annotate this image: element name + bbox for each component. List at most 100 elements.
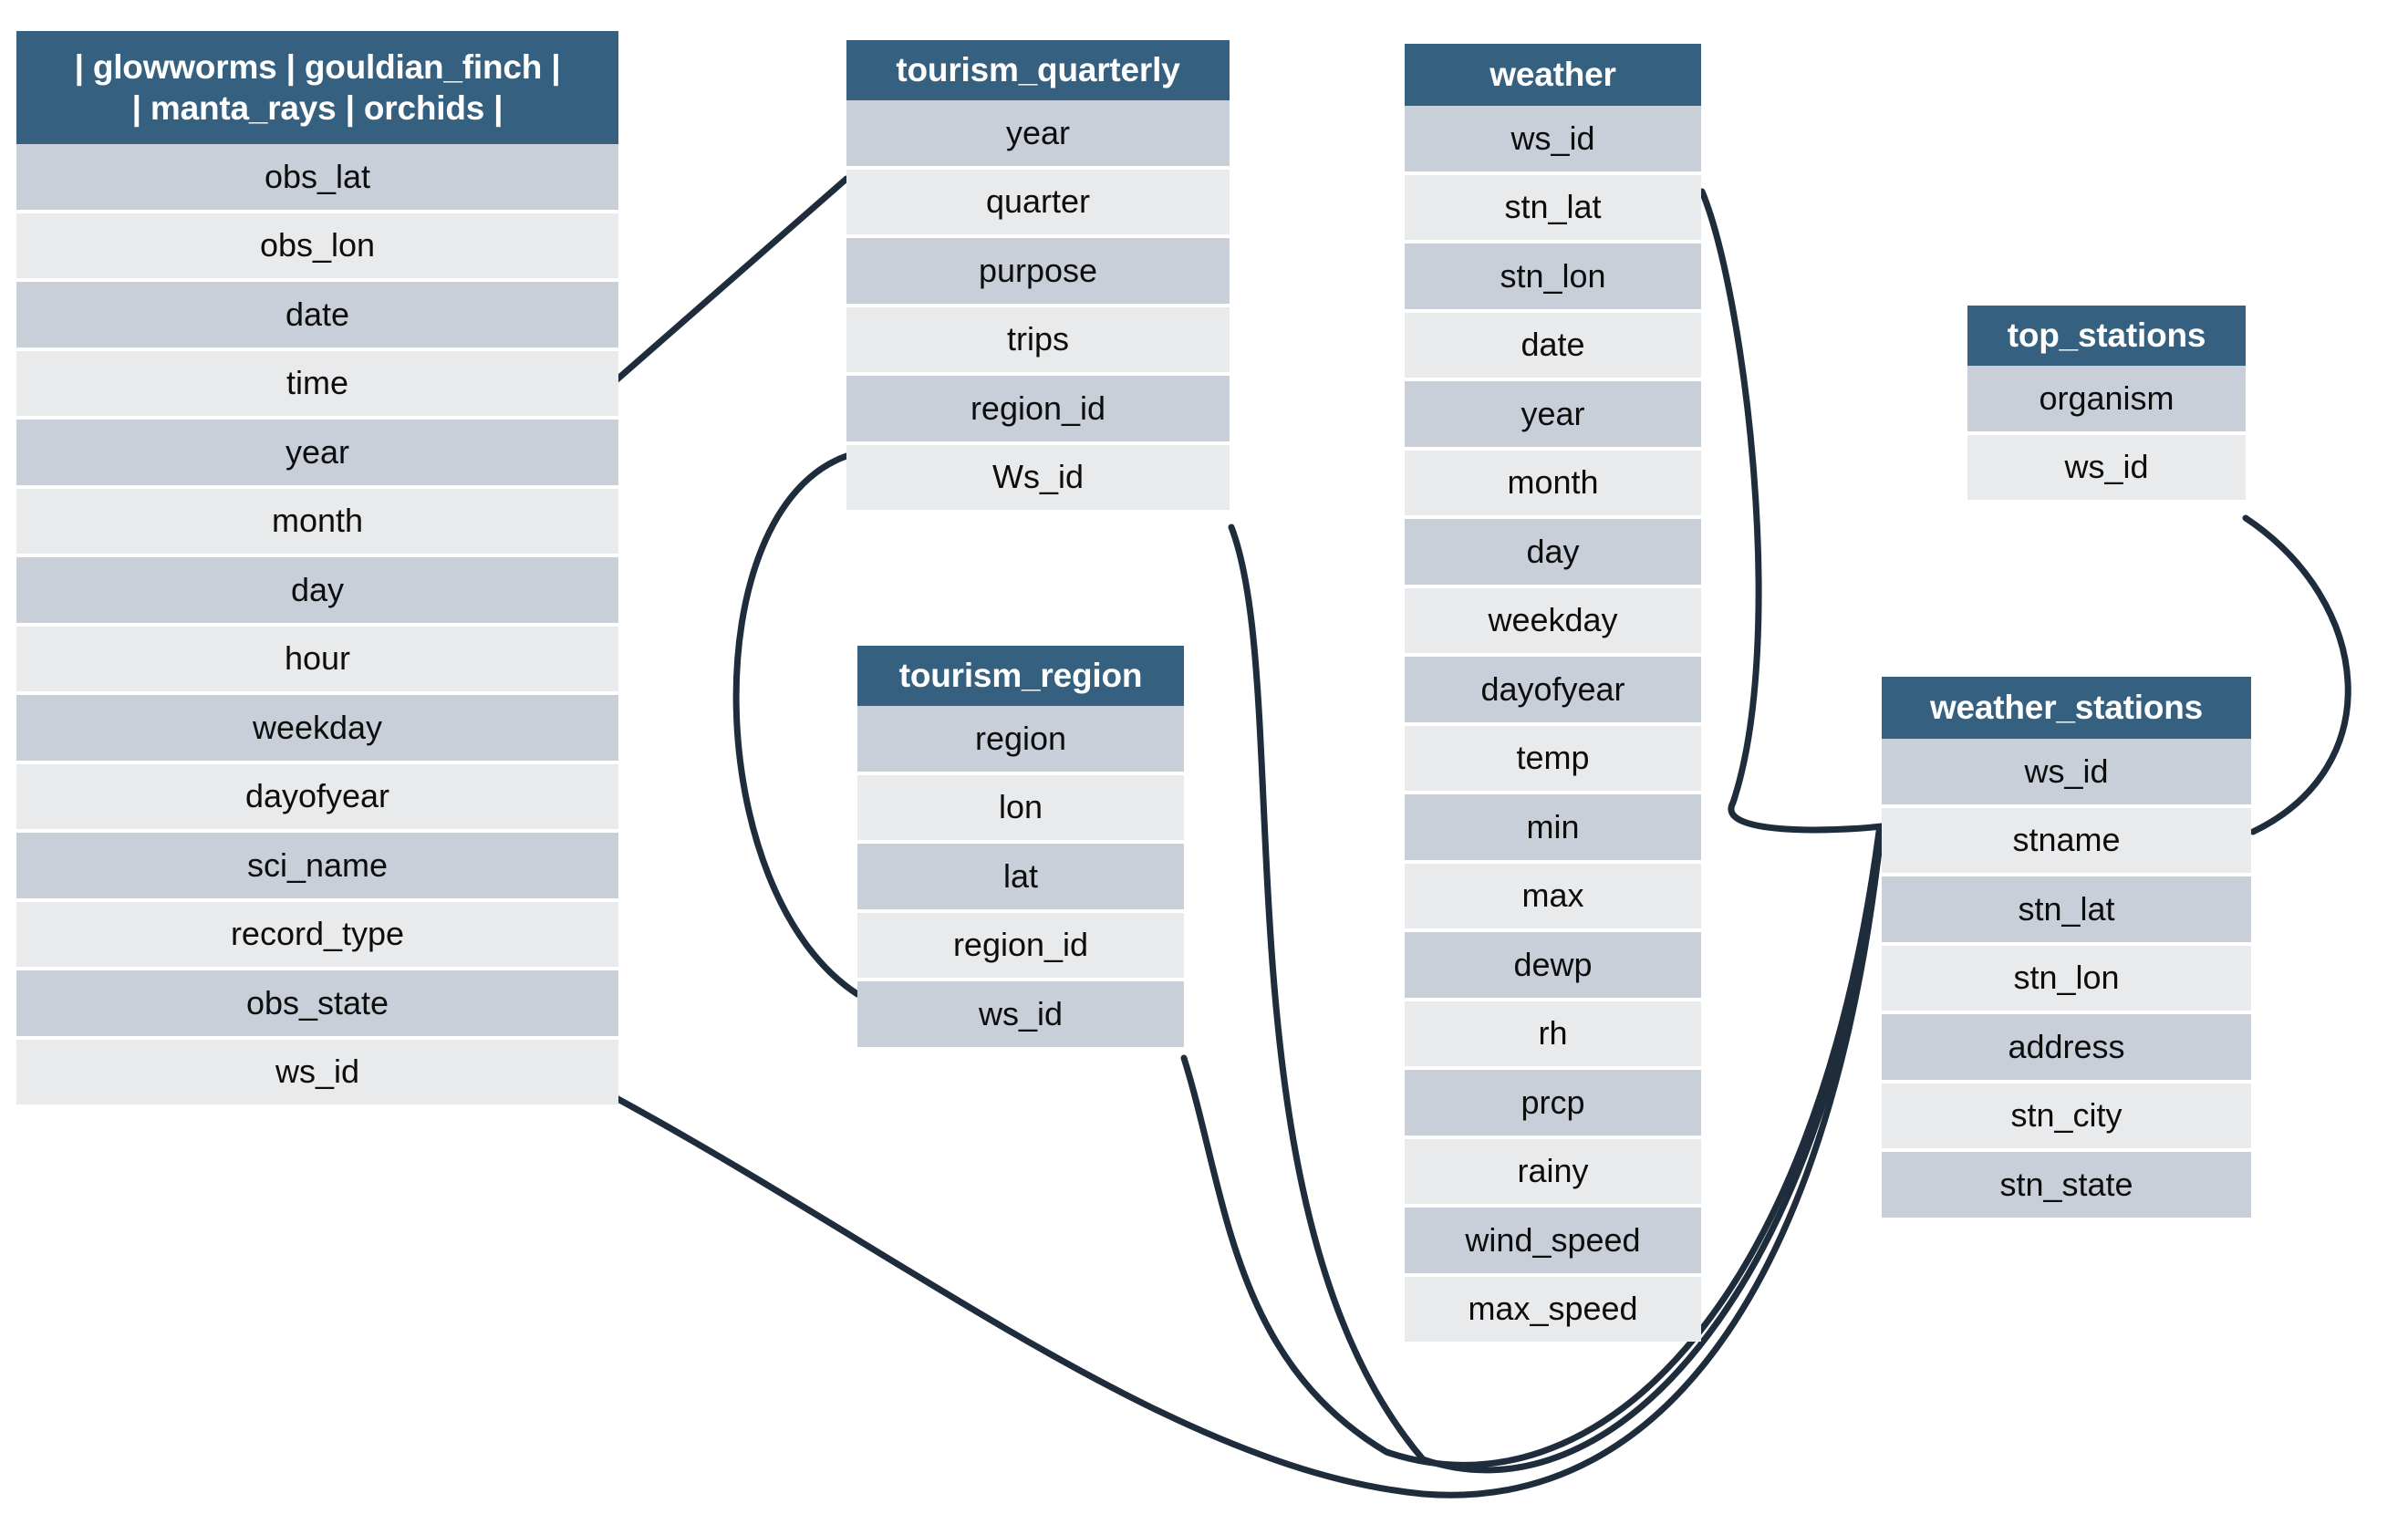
table-observations-row-obs_lon[interactable]: obs_lon	[16, 213, 618, 278]
table-tourism-quarterly-row-ws_id[interactable]: Ws_id	[846, 444, 1230, 510]
field-label: purpose	[978, 251, 1098, 289]
table-observations-title-line-2: | manta_rays | orchids |	[131, 89, 503, 127]
table-observations-row-sci_name[interactable]: sci_name	[16, 833, 618, 898]
table-tourism-quarterly-header: tourism_quarterly	[846, 40, 1230, 100]
table-weather-row-max[interactable]: max	[1405, 863, 1701, 928]
table-weather-row-prcp[interactable]: prcp	[1405, 1070, 1701, 1136]
table-weather-row-ws_id[interactable]: ws_id	[1405, 106, 1701, 171]
table-tourism-quarterly-row-purpose[interactable]: purpose	[846, 238, 1230, 304]
field-label: stn_lat	[1504, 188, 1602, 226]
table-tourism-quarterly-row-quarter[interactable]: quarter	[846, 169, 1230, 234]
field-label: region	[974, 719, 1067, 757]
field-label: year	[1521, 394, 1585, 432]
table-observations-header: | glowworms | gouldian_finch | | manta_r…	[16, 31, 618, 144]
table-observations-row-weekday[interactable]: weekday	[16, 695, 618, 761]
table-top-stations-header: top_stations	[1967, 306, 2246, 366]
table-observations-row-obs_state[interactable]: obs_state	[16, 970, 618, 1036]
table-tourism-region-row-lat[interactable]: lat	[857, 844, 1184, 909]
table-weather-row-day[interactable]: day	[1405, 519, 1701, 585]
field-label: min	[1526, 807, 1580, 845]
table-weather-row-wind_speed[interactable]: wind_speed	[1405, 1208, 1701, 1273]
field-label: stname	[2012, 821, 2121, 859]
table-observations-row-time[interactable]: time	[16, 350, 618, 416]
table-observations-row-month[interactable]: month	[16, 488, 618, 554]
field-label: stn_city	[2010, 1096, 2123, 1135]
table-tourism-region-row-lon[interactable]: lon	[857, 774, 1184, 840]
table-weather-row-stn_lon[interactable]: stn_lon	[1405, 244, 1701, 309]
table-weather-row-month[interactable]: month	[1405, 450, 1701, 515]
table-tourism-region-title: tourism_region	[898, 657, 1143, 695]
table-weather-stations-row-stname[interactable]: stname	[1882, 807, 2251, 873]
field-label: obs_lon	[259, 226, 376, 264]
table-weather-stations-row-ws_id[interactable]: ws_id	[1882, 739, 2251, 804]
table-observations[interactable]: | glowworms | gouldian_finch | | manta_r…	[16, 31, 618, 1108]
table-weather-title: weather	[1489, 56, 1616, 94]
table-observations-row-obs_lat[interactable]: obs_lat	[16, 144, 618, 210]
table-weather-stations-row-stn_lat[interactable]: stn_lat	[1882, 876, 2251, 942]
table-top-stations[interactable]: top_stations organism ws_id	[1967, 306, 2246, 503]
table-tourism-quarterly-row-region_id[interactable]: region_id	[846, 376, 1230, 441]
table-weather-row-rh[interactable]: rh	[1405, 1001, 1701, 1066]
table-tourism-region-row-ws_id[interactable]: ws_id	[857, 981, 1184, 1047]
table-observations-row-hour[interactable]: hour	[16, 626, 618, 691]
table-observations-row-ws_id[interactable]: ws_id	[16, 1039, 618, 1104]
field-label: stn_lon	[2013, 959, 2120, 997]
table-weather-row-temp[interactable]: temp	[1405, 725, 1701, 791]
table-top-stations-row-ws_id[interactable]: ws_id	[1967, 434, 2246, 500]
field-label: day	[1526, 532, 1580, 570]
field-label: wind_speed	[1465, 1220, 1641, 1259]
table-tourism-region-header: tourism_region	[857, 646, 1184, 706]
table-weather-row-year[interactable]: year	[1405, 381, 1701, 447]
field-label: stn_lon	[1500, 256, 1606, 295]
field-label: obs_state	[245, 983, 389, 1021]
field-label: ws_id	[2024, 752, 2109, 790]
table-observations-row-dayofyear[interactable]: dayofyear	[16, 763, 618, 829]
table-observations-row-year[interactable]: year	[16, 420, 618, 485]
field-label: weekday	[1488, 601, 1618, 639]
field-label: rainy	[1517, 1152, 1589, 1190]
table-weather-header: weather	[1405, 44, 1701, 106]
field-label: ws_id	[978, 994, 1064, 1032]
field-label: Ws_id	[991, 458, 1085, 496]
table-tourism-quarterly[interactable]: tourism_quarterly year quarter purpose trip…	[846, 40, 1230, 513]
table-observations-row-day[interactable]: day	[16, 557, 618, 623]
table-weather-row-max_speed[interactable]: max_speed	[1405, 1276, 1701, 1342]
field-label: date	[285, 295, 350, 333]
table-weather-stations-row-address[interactable]: address	[1882, 1014, 2251, 1080]
table-weather-row-stn_lat[interactable]: stn_lat	[1405, 174, 1701, 240]
table-top-stations-row-organism[interactable]: organism	[1967, 366, 2246, 431]
table-tourism-quarterly-row-trips[interactable]: trips	[846, 306, 1230, 372]
field-label: prcp	[1521, 1083, 1585, 1121]
field-label: date	[1521, 326, 1585, 364]
table-observations-row-record_type[interactable]: record_type	[16, 901, 618, 967]
table-weather-row-date[interactable]: date	[1405, 312, 1701, 378]
table-weather-stations-row-stn_lon[interactable]: stn_lon	[1882, 945, 2251, 1011]
field-label: record_type	[230, 915, 405, 953]
table-weather-stations-row-stn_state[interactable]: stn_state	[1882, 1152, 2251, 1218]
table-weather-row-dewp[interactable]: dewp	[1405, 932, 1701, 998]
field-label: dewp	[1513, 945, 1593, 983]
table-weather-stations-row-stn_city[interactable]: stn_city	[1882, 1083, 2251, 1148]
table-weather-row-weekday[interactable]: weekday	[1405, 587, 1701, 653]
table-tourism-quarterly-row-year[interactable]: year	[846, 100, 1230, 166]
table-tourism-region-row-region[interactable]: region	[857, 706, 1184, 772]
field-label: address	[2008, 1027, 2125, 1065]
table-observations-row-date[interactable]: date	[16, 282, 618, 347]
field-label: ws_id	[2064, 448, 2149, 486]
table-tourism-region-row-region_id[interactable]: region_id	[857, 912, 1184, 978]
table-weather-row-rainy[interactable]: rainy	[1405, 1138, 1701, 1204]
field-label: quarter	[985, 182, 1091, 221]
field-label: lon	[998, 788, 1043, 826]
table-weather-row-dayofyear[interactable]: dayofyear	[1405, 657, 1701, 722]
field-label: region_id	[970, 389, 1106, 427]
field-label: max_speed	[1468, 1290, 1638, 1328]
table-weather-row-min[interactable]: min	[1405, 794, 1701, 860]
